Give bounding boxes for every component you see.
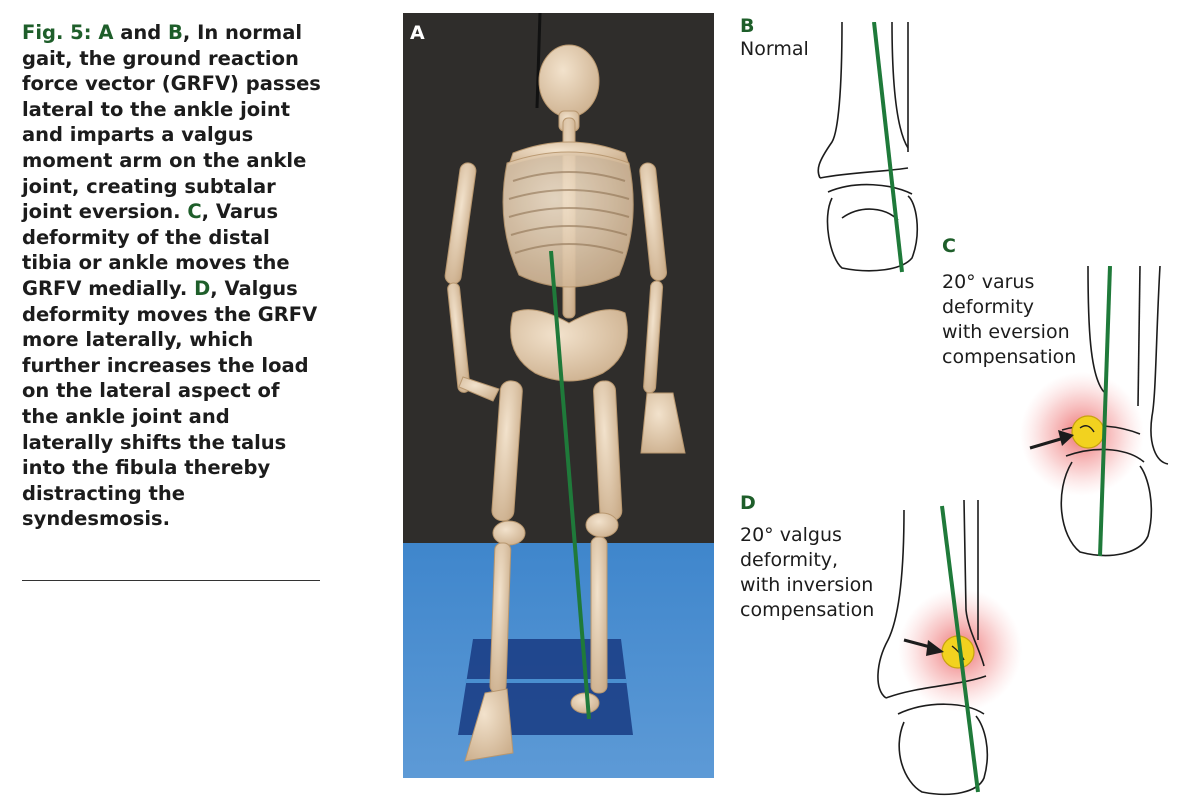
panel-c-grfv-line <box>1098 266 1112 557</box>
panel-c-arrow-icon <box>1029 430 1074 450</box>
panel-d-label-line2: deformity, <box>740 549 839 571</box>
panel-d-ankle-illustration <box>877 500 1022 796</box>
caption-ref-d: D <box>194 276 211 300</box>
panel-b-label: Normal <box>740 38 809 60</box>
figure-caption: Fig. 5: A and B, In normal gait, the gro… <box>22 20 322 532</box>
caption-text: and <box>113 21 168 44</box>
panel-d-grfv-line <box>940 505 980 793</box>
panel-d-label-line4: compensation <box>740 599 875 621</box>
caption-text: , In normal gait, the ground reaction fo… <box>22 21 321 224</box>
panel-c-label-line1: 20° varus <box>942 271 1035 293</box>
panel-b-letter: B <box>740 15 755 37</box>
panel-a-letter: A <box>410 22 425 44</box>
panel-c-talus-highlight <box>1071 415 1105 449</box>
caption-divider <box>22 580 320 581</box>
grfv-line <box>549 250 591 720</box>
panel-d-letter: D <box>740 492 756 514</box>
panel-c-label-line3: with eversion <box>942 321 1070 343</box>
figure-label: Fig. 5: <box>22 21 92 44</box>
panel-c-label-line2: deformity <box>942 296 1035 318</box>
panel-d-arrow-icon <box>903 638 944 656</box>
panel-b-ankle-illustration <box>817 22 918 273</box>
panel-c-ankle-illustration <box>1020 266 1169 557</box>
caption-text: , Varus deformity of the distal tibia or… <box>22 200 290 300</box>
panel-c-label-line4: compensation <box>942 346 1077 368</box>
caption-ref-b: B <box>168 21 183 44</box>
caption-ref-a: A <box>98 21 114 44</box>
caption-text: , Valgus deformity moves the GRFV more l… <box>22 276 318 531</box>
panel-a-skeleton-illustration: A <box>403 13 714 778</box>
panel-b-grfv-line <box>872 22 904 273</box>
panel-c-letter: C <box>942 235 956 257</box>
panel-d-label-line3: with inversion <box>740 574 874 596</box>
skeleton <box>444 44 686 762</box>
panel-d-label-line1: 20° valgus <box>740 524 842 546</box>
caption-ref-c: C <box>187 200 202 224</box>
